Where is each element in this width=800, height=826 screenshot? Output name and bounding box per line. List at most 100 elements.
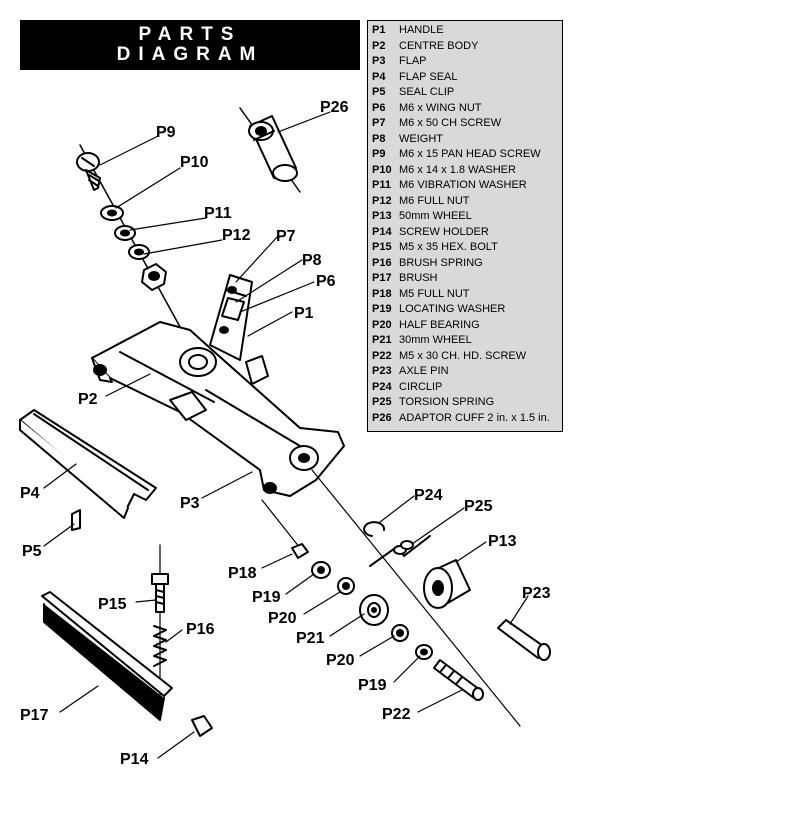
callout-p18: P18 — [228, 565, 257, 582]
screw-drawing — [433, 659, 484, 701]
torsion-spring-drawing — [369, 535, 431, 567]
legend-part-code: P25 — [372, 396, 392, 408]
callout-p15: P15 — [98, 596, 127, 613]
legend-part-description: CIRCLIP — [399, 380, 443, 393]
legend-part-code: P17 — [372, 272, 392, 284]
flap-seal-drawing — [19, 409, 157, 519]
legend-part-description: M5 x 35 HEX. BOLT — [399, 241, 498, 253]
centre-body-drawing — [91, 321, 345, 497]
callout-p17: P17 — [20, 707, 49, 724]
brush-bolt-and-spring-drawing — [151, 573, 169, 667]
legend-part-code: P16 — [372, 256, 392, 269]
callout-p9: P9 — [156, 124, 176, 141]
circlip-drawing — [363, 521, 386, 537]
legend-part-code: P7 — [372, 117, 386, 129]
legend-part-description: 50mm WHEEL — [399, 210, 472, 222]
callout-p20-lower: P20 — [326, 652, 355, 669]
callout-p24: P24 — [414, 487, 443, 504]
callout-p5: P5 — [22, 543, 42, 560]
handle-fastener-stack-drawing — [76, 144, 191, 346]
legend-part-code: P21 — [372, 334, 392, 346]
callout-p13: P13 — [488, 533, 517, 550]
callout-p4: P4 — [20, 485, 40, 502]
title-line-1: PARTS — [138, 24, 242, 45]
legend-part-code: P6 — [372, 101, 386, 114]
title-line-2: DIAGRAM — [116, 44, 264, 65]
legend-row: P13 50mm WHEEL — [368, 209, 562, 225]
callout-p16: P16 — [186, 621, 215, 638]
callout-p23: P23 — [522, 585, 551, 602]
handle-drawing — [209, 274, 253, 361]
legend-part-description: 30mm WHEEL — [399, 334, 472, 346]
legend-part-description: M6 FULL NUT — [399, 194, 470, 207]
parts-diagram-title: PARTS DIAGRAM — [20, 20, 360, 70]
adaptor-cuff-drawing — [239, 107, 301, 193]
legend-part-code: P14 — [372, 225, 392, 238]
callout-p19-upper: P19 — [252, 589, 281, 606]
callout-p20-upper: P20 — [268, 610, 297, 627]
legend-part-description: M6 x 14 x 1.8 WASHER — [399, 163, 516, 176]
legend-part-description: SEAL CLIP — [399, 86, 455, 98]
legend-part-code: P13 — [372, 210, 392, 222]
legend-row: P2 CENTRE BODY — [368, 39, 562, 55]
legend-part-code: P26 — [372, 411, 392, 424]
callout-p1: P1 — [294, 305, 314, 322]
legend-part-code: P11 — [372, 179, 391, 191]
legend-row: P17 BRUSH — [368, 271, 562, 287]
screw-holder-drawing — [191, 715, 213, 737]
legend-row: P21 30mm WHEEL — [368, 333, 562, 349]
legend-part-code: P9 — [372, 148, 386, 160]
legend-row: P4 FLAP SEAL — [368, 70, 562, 86]
callout-p7: P7 — [276, 228, 296, 245]
legend-part-code: P23 — [372, 365, 392, 377]
seal-clip-drawing — [71, 509, 81, 531]
legend-part-code: P5 — [372, 86, 386, 98]
legend-row: P10 M6 x 14 x 1.8 WASHER — [368, 163, 562, 179]
legend-part-code: P8 — [372, 132, 386, 145]
legend-row: P18 M5 FULL NUT — [368, 287, 562, 303]
legend-row: P5 SEAL CLIP — [368, 85, 562, 101]
callout-p22: P22 — [382, 706, 411, 723]
callout-p6: P6 — [316, 273, 336, 290]
small-wheel-assembly-drawing — [291, 543, 433, 660]
legend-part-description: TORSION SPRING — [399, 396, 495, 408]
wheel-50mm-drawing — [423, 559, 471, 609]
legend-part-description: CENTRE BODY — [399, 39, 479, 52]
callout-p3: P3 — [180, 495, 200, 512]
legend-part-description: M6 x WING NUT — [399, 101, 482, 114]
legend-part-description: LOCATING WASHER — [399, 303, 506, 315]
callout-p21: P21 — [296, 630, 325, 647]
legend-part-code: P20 — [372, 318, 392, 331]
legend-part-code: P18 — [372, 287, 392, 300]
brush-drawing — [41, 591, 173, 721]
legend-part-code: P2 — [372, 39, 386, 52]
callout-p10: P10 — [180, 154, 209, 171]
legend-part-code: P22 — [372, 349, 392, 362]
legend-part-description: SCREW HOLDER — [399, 225, 489, 238]
legend-part-description: M5 FULL NUT — [399, 287, 470, 300]
legend-part-description: M6 VIBRATION WASHER — [399, 179, 527, 191]
legend-part-code: P10 — [372, 163, 392, 176]
legend-part-description: FLAP — [399, 55, 427, 67]
legend-part-description: ADAPTOR CUFF 2 in. x 1.5 in. — [399, 411, 550, 424]
legend-part-code: P4 — [372, 70, 386, 83]
legend-part-description: FLAP SEAL — [399, 70, 458, 83]
legend-row: P25 TORSION SPRING — [368, 395, 562, 411]
legend-part-code: P1 — [372, 24, 386, 36]
legend-part-description: BRUSH — [399, 272, 438, 284]
